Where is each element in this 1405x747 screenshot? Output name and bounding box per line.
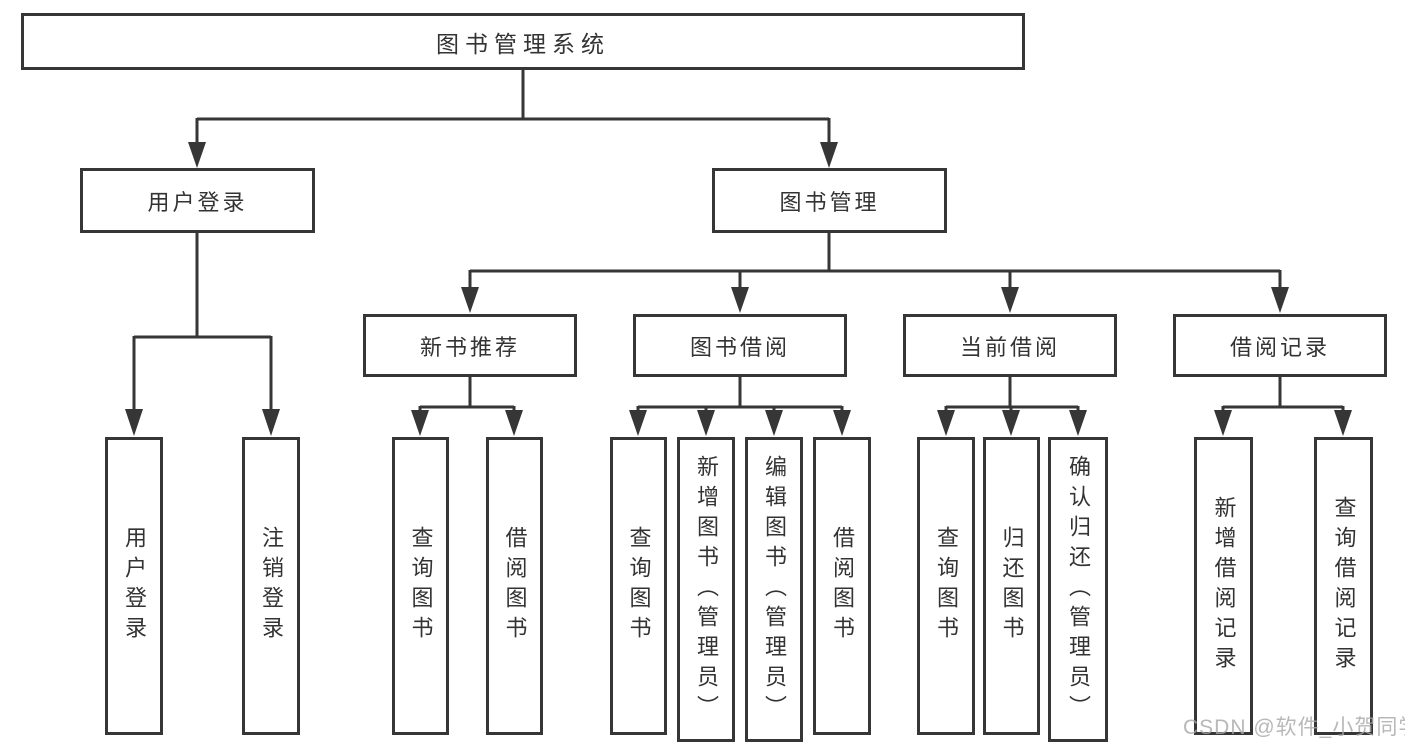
node-book-management: 图书管理 bbox=[712, 168, 947, 233]
node-label: 查询图书 bbox=[408, 526, 434, 646]
node-label: 用户登录 bbox=[147, 189, 248, 215]
node-leaf-query-books-recommend: 查询图书 bbox=[392, 437, 449, 735]
node-leaf-query-books-borrowing: 查询图书 bbox=[610, 437, 667, 735]
node-leaf-query-books-current: 查询图书 bbox=[917, 437, 975, 735]
node-leaf-edit-book-admin: 编辑图书（管理员） bbox=[745, 437, 803, 742]
node-borrowing-records: 借阅记录 bbox=[1173, 314, 1387, 377]
node-label: 新增借阅记录 bbox=[1211, 496, 1237, 676]
node-user-login: 用户登录 bbox=[80, 168, 315, 233]
node-leaf-add-book-admin: 新增图书（管理员） bbox=[677, 437, 735, 742]
node-current-borrowing: 当前借阅 bbox=[903, 314, 1117, 377]
node-leaf-return-book: 归还图书 bbox=[983, 437, 1040, 735]
node-book-borrowing: 图书借阅 bbox=[633, 314, 847, 377]
csdn-watermark: CSDN @软件_小贺同学 bbox=[1183, 716, 1405, 739]
node-library-management-system: 图书管理系统 bbox=[21, 13, 1025, 70]
node-label: 查询图书 bbox=[934, 526, 959, 646]
node-label: 查询图书 bbox=[626, 526, 652, 646]
node-label: 归还图书 bbox=[999, 526, 1025, 646]
node-label: 注销登录 bbox=[259, 526, 284, 646]
node-leaf-query-borrow-record: 查询借阅记录 bbox=[1314, 437, 1373, 735]
node-label: 借阅图书 bbox=[830, 526, 855, 646]
node-leaf-add-borrow-record: 新增借阅记录 bbox=[1194, 437, 1253, 735]
node-label: 图书借阅 bbox=[689, 334, 790, 360]
node-label: 确认归还（管理员） bbox=[1066, 454, 1091, 725]
node-label: 当前借阅 bbox=[959, 334, 1060, 360]
node-label: 查询借阅记录 bbox=[1331, 496, 1357, 676]
node-label: 图书管理系统 bbox=[436, 30, 610, 57]
node-leaf-user-login: 用户登录 bbox=[105, 437, 163, 735]
node-leaf-logout: 注销登录 bbox=[242, 437, 300, 735]
arrowheads bbox=[125, 142, 1352, 436]
node-label: 新增图书（管理员） bbox=[694, 454, 719, 725]
node-leaf-borrow-books: 借阅图书 bbox=[813, 437, 871, 735]
node-label: 新书推荐 bbox=[419, 334, 520, 360]
node-label: 编辑图书（管理员） bbox=[762, 454, 787, 725]
node-new-book-recommendation: 新书推荐 bbox=[363, 314, 577, 377]
node-leaf-confirm-return-admin: 确认归还（管理员） bbox=[1048, 437, 1108, 742]
node-label: 用户登录 bbox=[122, 526, 147, 646]
node-label: 图书管理 bbox=[779, 189, 880, 215]
node-label: 借阅记录 bbox=[1229, 334, 1330, 360]
node-label: 借阅图书 bbox=[502, 526, 528, 646]
node-leaf-borrow-books-recommend: 借阅图书 bbox=[486, 437, 543, 735]
